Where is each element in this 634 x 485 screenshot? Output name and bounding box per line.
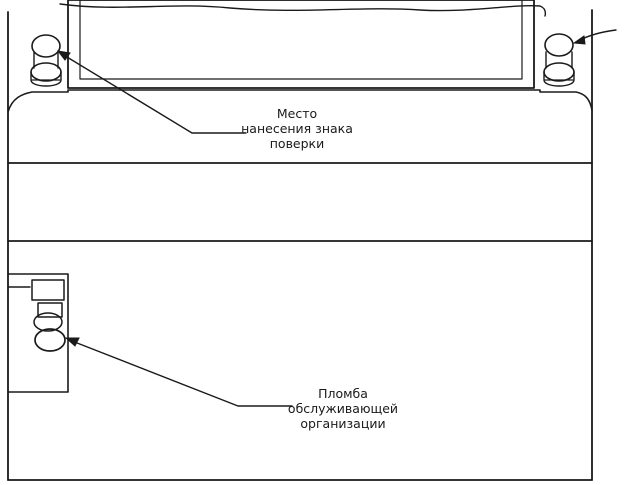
top-break-line (59, 3, 547, 17)
seal-bracket (7, 273, 69, 393)
verification-leader-left (56, 50, 247, 134)
verification-label-line-2: нанесения знака (241, 121, 353, 136)
verification-leader-right (572, 29, 617, 45)
seal-leader (64, 337, 293, 407)
meter-housing-outline (7, 9, 593, 481)
verification-label-line-3: поверки (269, 136, 325, 151)
seal-label-line-2: обслуживающей (287, 401, 399, 416)
seal-label-line-3: организации (300, 416, 386, 431)
seal-label-line-1: Пломба (318, 386, 368, 401)
top-window-frame (67, 0, 535, 89)
service-seal-label: Пломба обслуживающей организации (278, 386, 408, 431)
verification-mark-label: Место нанесения знака поверки (232, 106, 362, 151)
verification-label-line-1: Место (276, 106, 318, 121)
right-screw-post (543, 33, 575, 87)
left-screw-post (30, 34, 62, 87)
